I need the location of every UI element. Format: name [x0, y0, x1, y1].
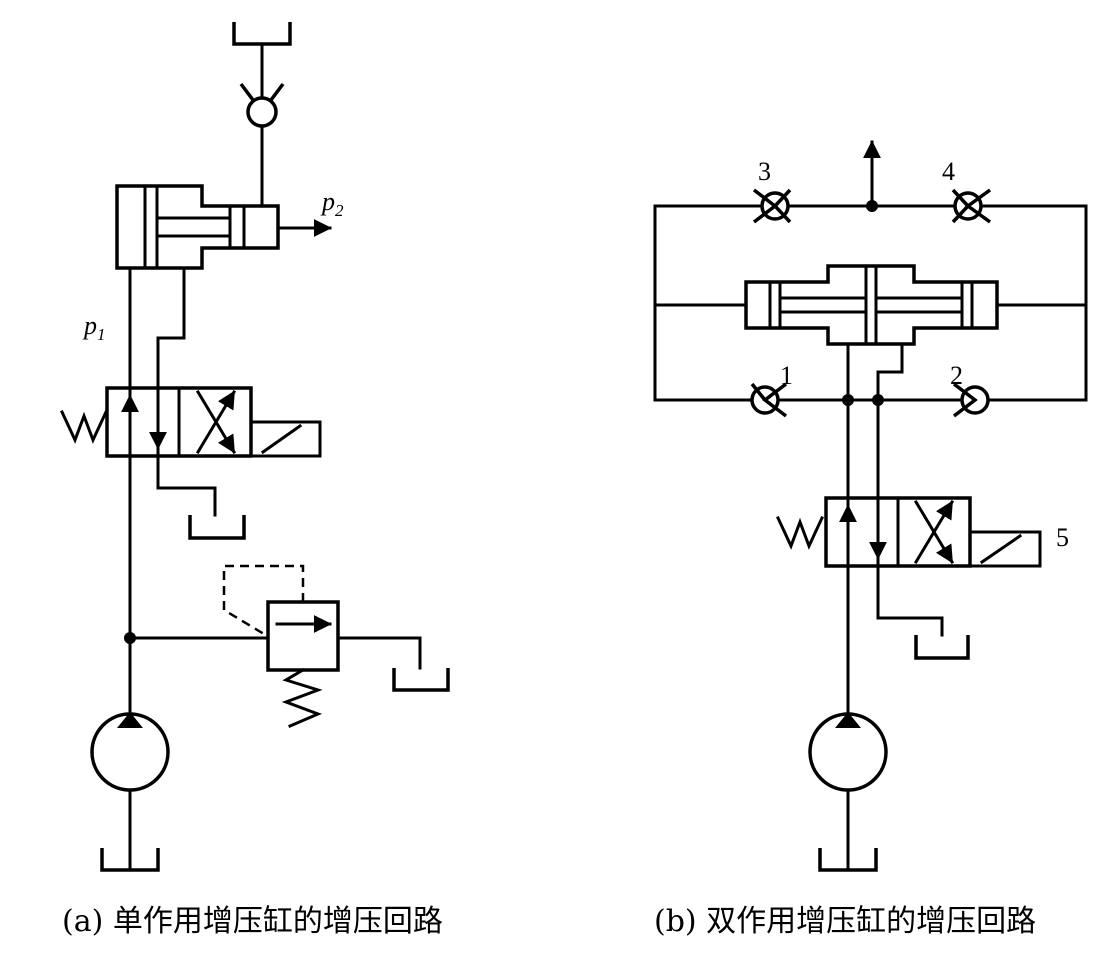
- spring-icon-b: [776, 516, 824, 550]
- tank-pump-a: [100, 848, 160, 872]
- pump-a: [90, 712, 170, 792]
- caption-a: (a) 单作用增压缸的增压回路: [62, 904, 443, 939]
- label-3: 3: [758, 157, 771, 186]
- p2-label: p2: [320, 187, 344, 220]
- spring-icon-relief: [281, 667, 323, 728]
- spring-icon-a: [60, 410, 108, 444]
- tank-relief-a: [392, 668, 450, 692]
- directional-valve-5: [776, 496, 1042, 568]
- caption-b: (b) 双作用增压缸的增压回路: [654, 904, 1037, 939]
- check-valve-2: [952, 382, 990, 418]
- tank-return-b: [914, 635, 970, 660]
- directional-valve-a: [60, 386, 322, 458]
- pump-b: [808, 712, 888, 792]
- label-5: 5: [1056, 523, 1069, 552]
- tank-top-a: [232, 22, 292, 46]
- check-valve-a: [239, 82, 285, 128]
- label-2: 2: [950, 361, 963, 390]
- check-valve-1: [750, 382, 788, 418]
- booster-cylinder-single: [115, 184, 280, 270]
- check-valve-3: [752, 188, 792, 224]
- p1-label: p1: [82, 311, 106, 344]
- relief-valve-a: [222, 564, 340, 728]
- tank-return-a: [188, 515, 246, 540]
- diagram-a: p2 p1: [60, 22, 450, 872]
- check-valve-4: [951, 188, 992, 224]
- diagram-b: 3 4: [653, 140, 1088, 872]
- label-1: 1: [780, 361, 793, 390]
- return-line-b: [876, 398, 944, 637]
- booster-cylinder-double: [653, 264, 1088, 346]
- tank-pump-b: [818, 848, 878, 872]
- return-line-a: [156, 266, 217, 517]
- label-4: 4: [942, 157, 955, 186]
